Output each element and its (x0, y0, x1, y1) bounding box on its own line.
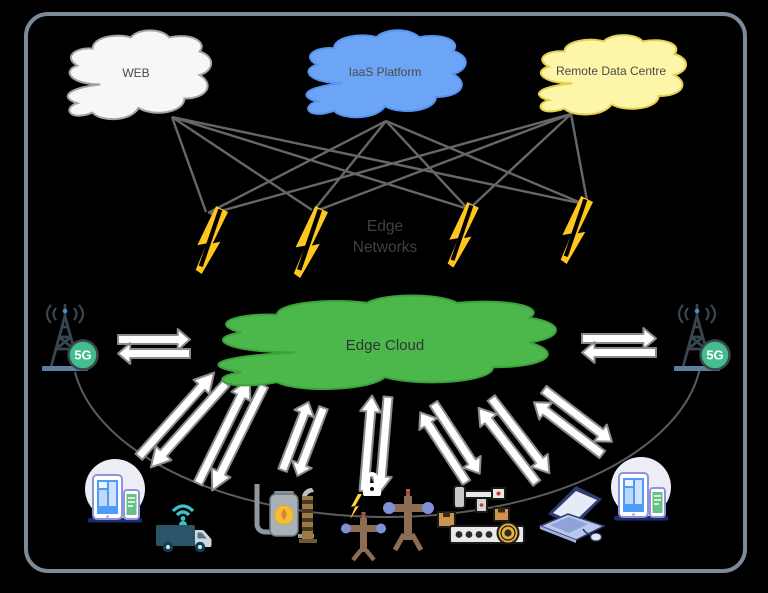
lightning-bolt-icon (294, 206, 328, 278)
edge-cloud-label: Edge Cloud (346, 337, 424, 354)
connected-truck-icon (156, 504, 212, 553)
left-5g-tower-icon (40, 302, 99, 373)
cloud-bolt-connectors (170, 112, 590, 216)
svg-text:Networks: Networks (353, 239, 418, 256)
web-cloud-label: WEB (122, 66, 149, 80)
laptop-icon (538, 486, 606, 543)
lightning-bolt-icon (196, 206, 228, 274)
industrial-boiler-icon (254, 484, 317, 543)
svg-text:Edge: Edge (367, 218, 403, 235)
mobile-devices-icon (610, 456, 672, 522)
lightning-bolt-icon (561, 196, 593, 264)
remote-data-centre-label: Remote Data Centre (556, 64, 666, 78)
web-cloud: WEB (68, 30, 211, 119)
device-arc (74, 367, 701, 518)
power-pylons-icon (341, 472, 434, 562)
diagram-border (24, 12, 747, 573)
edge-networks-label: Edge Networks (353, 218, 418, 256)
iaas-cloud: IaaS Platform (306, 30, 465, 117)
factory-automation-icon (437, 485, 525, 545)
iaas-cloud-label: IaaS Platform (349, 65, 422, 79)
right-5g-tower-icon (672, 302, 731, 373)
remote-data-centre-cloud: Remote Data Centre (539, 35, 686, 114)
lock-icon (363, 472, 381, 496)
mobile-devices-icon (84, 458, 146, 524)
lightning-bolt-icon (448, 202, 479, 268)
lightning-bolts (196, 196, 593, 278)
edge-cloud: Edge Cloud (219, 295, 556, 389)
